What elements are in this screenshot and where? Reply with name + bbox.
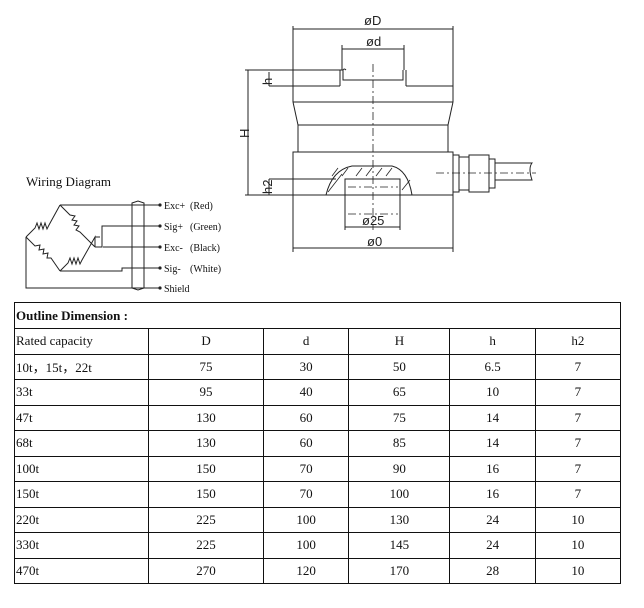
lead-signal: Exc-	[164, 243, 183, 254]
bridge-resistor-bottom-right	[59, 235, 96, 272]
table-title-row: Outline Dimension :	[14, 302, 621, 329]
wiring-diagram-title: Wiring Diagram	[26, 174, 112, 189]
dimension-cell: 150	[148, 481, 265, 508]
dimension-cell: 75	[148, 353, 265, 380]
bridge-resistor-bottom-left	[25, 236, 61, 272]
dimension-cell: 30	[263, 353, 350, 380]
capacity-cell: 10t，15t，22t	[13, 353, 150, 380]
dimension-cell: 150	[148, 455, 265, 482]
cable-sheath	[131, 200, 145, 291]
dim-label-outer-diameter: øD	[364, 13, 381, 28]
top-boss	[245, 68, 453, 87]
dim-label-base-diameter: ø0	[367, 234, 382, 249]
outline-dimension-table: Outline Dimension : Rated capacity D d H…	[13, 302, 622, 584]
dimension-cell: 225	[148, 506, 265, 533]
dimension-cell: 10	[534, 506, 622, 533]
dimension-cell: 6.5	[449, 353, 536, 380]
header-cell: Rated capacity	[13, 328, 150, 355]
dimension-cell: 10	[449, 379, 536, 406]
header-cell: h2	[534, 328, 622, 355]
lead-signal: Shield	[164, 284, 190, 295]
wiring-diagram: Exc+ (Red) Sig+ (Green) Exc- (Black) Sig…	[25, 200, 221, 295]
dimension-cell: 95	[148, 379, 265, 406]
capacity-cell: 470t	[13, 557, 150, 584]
dim-label-bottom-height: h2	[260, 180, 275, 194]
dimension-cell: 16	[449, 455, 536, 482]
dimension-cell: 14	[449, 404, 536, 431]
header-cell: D	[148, 328, 265, 355]
capacity-cell: 47t	[13, 404, 150, 431]
lead-signal: Sig-	[164, 264, 181, 275]
dim-label-height: H	[237, 129, 252, 138]
header-cell: H	[348, 328, 451, 355]
dimension-cell: 100	[348, 481, 451, 508]
dimension-cell: 100	[263, 532, 350, 559]
dimension-cell: 85	[348, 430, 451, 457]
dimension-cell: 7	[534, 379, 622, 406]
capacity-cell: 33t	[13, 379, 150, 406]
dimension-cell: 60	[263, 430, 350, 457]
capacity-cell: 68t	[13, 430, 150, 457]
lead-color: (Red)	[190, 201, 213, 212]
capacity-cell: 100t	[13, 455, 150, 482]
load-cell-drawing: øD ød H h h2 ø25 ø0	[237, 13, 536, 252]
lead-color: (Black)	[190, 243, 220, 254]
table-header-row: Rated capacity D d H h h2	[13, 328, 622, 355]
table-title: Outline Dimension :	[14, 302, 621, 329]
dimension-cell: 130	[148, 404, 265, 431]
dimension-cell: 14	[449, 430, 536, 457]
dimension-cell: 70	[263, 481, 350, 508]
lead-signal: Sig+	[164, 222, 183, 233]
dimension-cell: 7	[534, 404, 622, 431]
capacity-cell: 150t	[13, 481, 150, 508]
dimension-cell: 40	[263, 379, 350, 406]
dimension-cell: 24	[449, 506, 536, 533]
dim-label-top-height: h	[260, 78, 275, 85]
lead-color: (Green)	[190, 222, 221, 233]
dimension-cell: 70	[263, 455, 350, 482]
bridge-resistor-top-right	[59, 204, 96, 248]
dimension-cell: 7	[534, 353, 622, 380]
dimension-cell: 65	[348, 379, 451, 406]
dimension-cell: 225	[148, 532, 265, 559]
dimension-cell: 28	[449, 557, 536, 584]
dimension-cell: 130	[348, 506, 451, 533]
dimension-cell: 50	[348, 353, 451, 380]
dimension-cell: 145	[348, 532, 451, 559]
dimension-cell: 100	[263, 506, 350, 533]
dimension-cell: 10	[534, 557, 622, 584]
dimension-cell: 90	[348, 455, 451, 482]
dimension-cell: 7	[534, 430, 622, 457]
dimension-cell: 16	[449, 481, 536, 508]
dimension-cell: 60	[263, 404, 350, 431]
dimension-cell: 130	[148, 430, 265, 457]
dim-label-inner-diameter: ød	[366, 34, 381, 49]
header-cell: h	[449, 328, 536, 355]
dimension-cell: 75	[348, 404, 451, 431]
capacity-cell: 330t	[13, 532, 150, 559]
dimension-cell: 270	[148, 557, 265, 584]
dimension-cell: 7	[534, 455, 622, 482]
capacity-cell: 220t	[13, 506, 150, 533]
dimension-cell: 7	[534, 481, 622, 508]
bridge-resistor-top-left	[25, 204, 61, 238]
dimension-cell: 120	[263, 557, 350, 584]
dimension-cell: 24	[449, 532, 536, 559]
lead-color: (White)	[190, 264, 221, 275]
lead-signal: Exc+	[164, 201, 186, 212]
dimension-cell: 170	[348, 557, 451, 584]
dim-label-bore-diameter: ø25	[362, 213, 384, 228]
dimension-cell: 10	[534, 532, 622, 559]
header-cell: d	[263, 328, 350, 355]
